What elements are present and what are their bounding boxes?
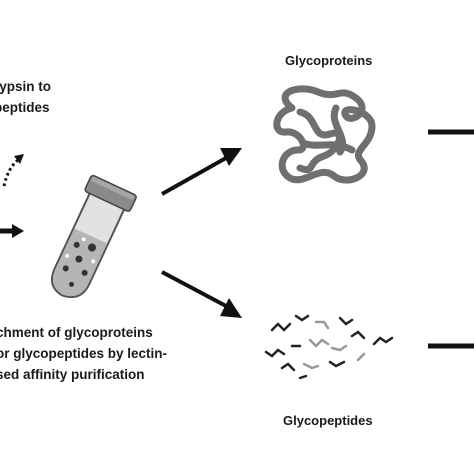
enrichment-label-line-1: chment of glycoproteins — [0, 325, 153, 340]
dotted-curved-arrow-icon — [2, 154, 24, 187]
trypsin-label-line-1: rypsin to — [0, 79, 52, 94]
arrow-to-glycoproteins — [161, 148, 242, 196]
glycoproteins-label: Glycoproteins — [285, 53, 373, 68]
glycopeptides-label: Glycopeptides — [283, 413, 373, 428]
trypsin-label-line-2: peptides — [0, 100, 50, 115]
arrow-to-glycopeptides — [161, 270, 242, 318]
trypsin-digestion-label: rypsin to peptides — [0, 76, 51, 118]
enrichment-label-line-2: or glycopeptides by lectin- — [0, 346, 168, 361]
glycopeptide-fragments-icon — [264, 314, 394, 380]
enrichment-label: chment of glycoproteins or glycopeptides… — [0, 322, 167, 385]
left-input-arrow — [0, 224, 24, 238]
enrichment-label-line-3: sed affinity purification — [0, 367, 145, 382]
glycoprotein-coil-icon — [273, 85, 376, 184]
test-tube-icon — [50, 174, 137, 299]
